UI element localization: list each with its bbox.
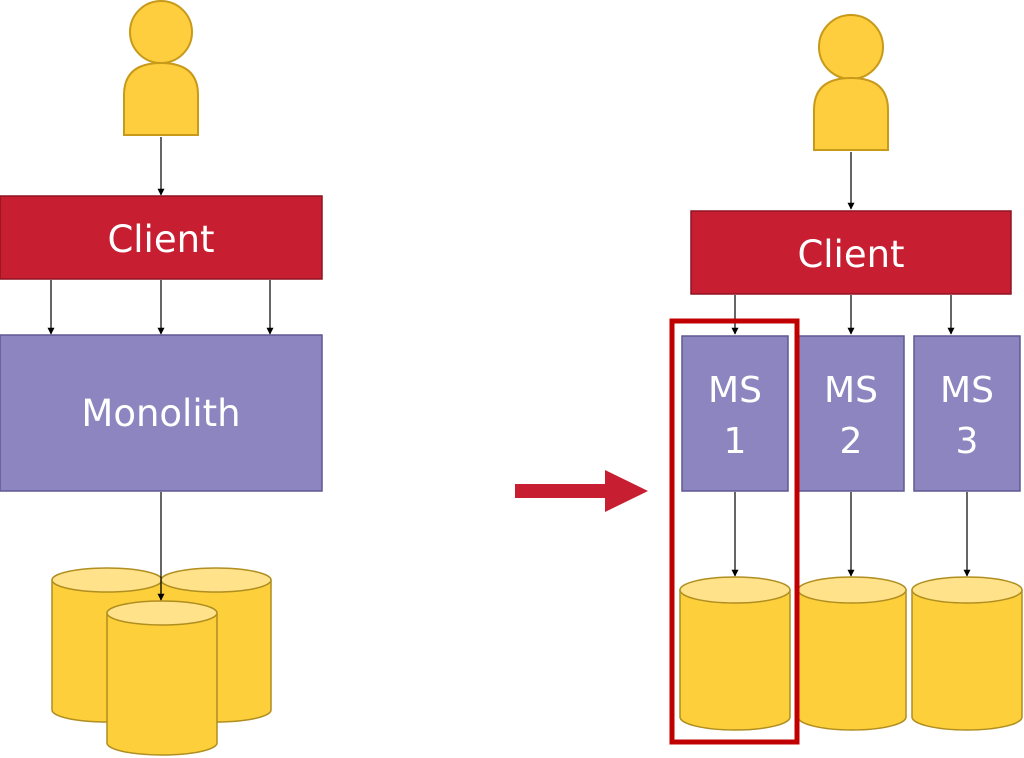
database-icon bbox=[797, 576, 907, 731]
client-label: Client bbox=[107, 218, 214, 261]
database-icon bbox=[106, 600, 218, 756]
microservice-number: 3 bbox=[956, 421, 979, 462]
arrow-right-icon bbox=[515, 470, 648, 512]
client-box: Client bbox=[690, 210, 1012, 295]
microservice-box: MS 1 bbox=[681, 335, 789, 492]
microservice-label: MS bbox=[940, 370, 994, 411]
monolith-label: Monolith bbox=[81, 392, 240, 435]
user-icon bbox=[123, 0, 199, 136]
microservice-number: 1 bbox=[724, 421, 747, 462]
microservice-number: 2 bbox=[840, 421, 863, 462]
highlight-frame bbox=[669, 318, 800, 745]
database-icon bbox=[679, 576, 791, 731]
microservice-label: MS bbox=[708, 370, 762, 411]
microservice-box: MS 3 bbox=[913, 335, 1021, 492]
database-icon bbox=[911, 576, 1023, 731]
microservice-label: MS bbox=[824, 370, 878, 411]
client-box: Client bbox=[0, 195, 323, 280]
user-icon bbox=[813, 14, 889, 151]
client-label: Client bbox=[797, 233, 904, 276]
monolith-box: Monolith bbox=[0, 334, 323, 492]
microservices-architecture: Client MS 1 MS 2 MS 3 bbox=[669, 14, 1023, 745]
monolith-architecture: Client Monolith bbox=[0, 0, 323, 756]
microservice-box: MS 2 bbox=[796, 335, 905, 492]
